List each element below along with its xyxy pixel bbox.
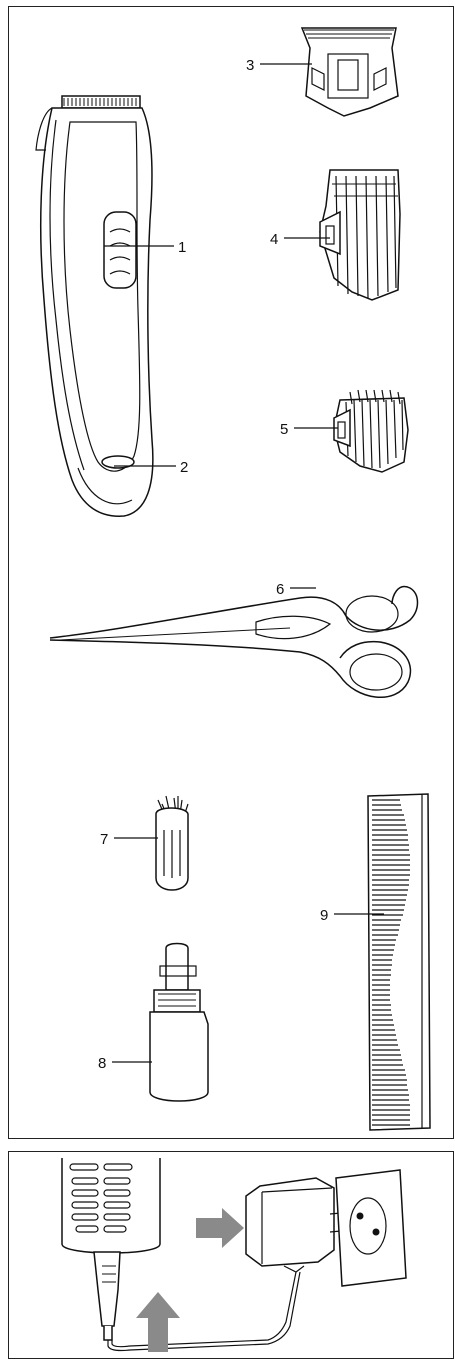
clipper-illustration: [62, 1158, 160, 1253]
callout-2: 2: [180, 459, 188, 476]
oil-bottle-illustration: [150, 944, 208, 1102]
cleaning-brush-illustration: [156, 796, 188, 890]
callout-7: 7: [100, 831, 108, 848]
clipper-illustration: [36, 96, 153, 516]
arrow-icon: [196, 1208, 244, 1248]
callout-5: 5: [280, 421, 288, 438]
arrow-icon: [136, 1292, 180, 1352]
callout-1: 1: [178, 239, 186, 256]
comb-attachment-illustration: [320, 170, 400, 300]
callout-9: 9: [320, 907, 328, 924]
callout-6: 6: [276, 581, 284, 598]
callout-3: 3: [246, 57, 254, 74]
callout-8: 8: [98, 1055, 106, 1072]
comb-attachment-illustration: [334, 390, 408, 472]
blade-head-illustration: [302, 28, 398, 116]
wall-socket-illustration: [336, 1170, 406, 1286]
scissors-illustration: [50, 587, 418, 698]
comb-illustration: [368, 794, 430, 1130]
callout-4: 4: [270, 231, 278, 248]
